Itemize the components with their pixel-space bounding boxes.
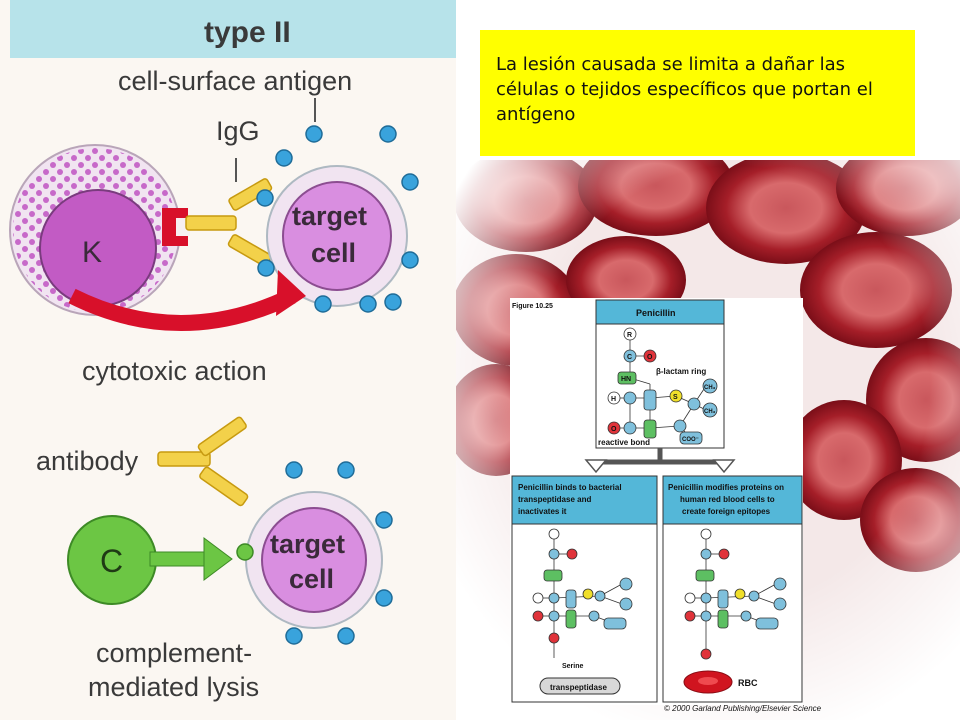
type-ii-heading: type II (204, 16, 291, 49)
target-cell-bottom: target cell (245, 491, 383, 629)
serine-label: Serine (562, 663, 584, 670)
atom-hn: HN (621, 376, 631, 383)
type-ii-diagram: type II cell-surface antigen IgG K targe… (0, 0, 456, 720)
penicillin-molecule (607, 327, 718, 445)
penicillin-figure-graphic: Figure 10.25 Penicillin (511, 299, 803, 703)
atom-ch3-a: CH₃ (704, 385, 716, 391)
atom-coo: COO⁻ (682, 437, 699, 443)
atom-r: R (627, 332, 632, 339)
right-caption-line2: human red blood cells to (680, 495, 775, 504)
atom-h: H (611, 396, 616, 403)
atom-c: C (627, 354, 632, 361)
target-cell-label-line2: cell (311, 238, 356, 268)
penicillin-title: Penicillin (636, 308, 676, 318)
antigens-bottom (236, 461, 393, 645)
complement-arrow (149, 537, 233, 581)
complement-label: C (100, 543, 123, 579)
target-cell-label-line1: target (292, 201, 367, 231)
figure-credit: © 2000 Garland Publishing/Elsevier Scien… (664, 704, 822, 713)
right-caption-line1: Penicillin modifies proteins on (668, 483, 784, 492)
atom-o-2: O (611, 426, 617, 433)
transpeptidase-label: transpeptidase (550, 683, 607, 692)
atom-o: O (647, 354, 653, 361)
bound-molecule-right (684, 528, 787, 660)
killer-cell-top: K (9, 144, 181, 316)
branch-arrows (596, 448, 724, 465)
caption-text: La lesión causada se limita a dañar las … (496, 54, 873, 125)
left-caption-line1: Penicillin binds to bacterial (518, 483, 622, 492)
figure-number: Figure 10.25 (512, 303, 553, 310)
antigens-top (256, 125, 419, 313)
type-ii-header-band (10, 0, 456, 58)
igg-label: IgG (216, 116, 260, 146)
complement-label-line2: mediated lysis (88, 672, 259, 702)
caption-box: La lesión causada se limita a dañar las … (480, 30, 915, 156)
igg-antibody-top (185, 178, 273, 267)
target-cell-top: target cell (266, 165, 408, 307)
rbc-label: RBC (738, 678, 758, 688)
atom-ch3-b: CH₃ (704, 409, 716, 415)
antibody-label: antibody (36, 446, 139, 476)
left-caption-line2: transpeptidase and (518, 495, 591, 504)
complement-cell: C (67, 515, 157, 605)
cell-surface-antigen-label: cell-surface antigen (118, 66, 352, 96)
right-caption-line3: create foreign epitopes (682, 507, 771, 516)
penicillin-figure: Figure 10.25 Penicillin (510, 298, 803, 705)
cytotoxic-arrow (68, 288, 296, 331)
cytotoxic-action-label: cytotoxic action (82, 356, 267, 386)
type-ii-diagram-graphic: type II cell-surface antigen IgG K targe… (9, 0, 456, 702)
target-cell-bottom-label-line1: target (270, 529, 345, 559)
antibody-bottom (157, 416, 249, 507)
atom-s: S (673, 394, 678, 401)
reactive-bond-label: reactive bond (598, 438, 650, 447)
target-cell-bottom-label-line2: cell (289, 564, 334, 594)
killer-cell-label: K (82, 236, 102, 269)
beta-lactam-label: β-lactam ring (656, 367, 706, 376)
complement-label-line1: complement- (96, 638, 252, 668)
transpeptidase-enzyme (539, 677, 621, 695)
bound-molecule-left (532, 528, 633, 658)
left-caption-line3: inactivates it (518, 507, 567, 516)
